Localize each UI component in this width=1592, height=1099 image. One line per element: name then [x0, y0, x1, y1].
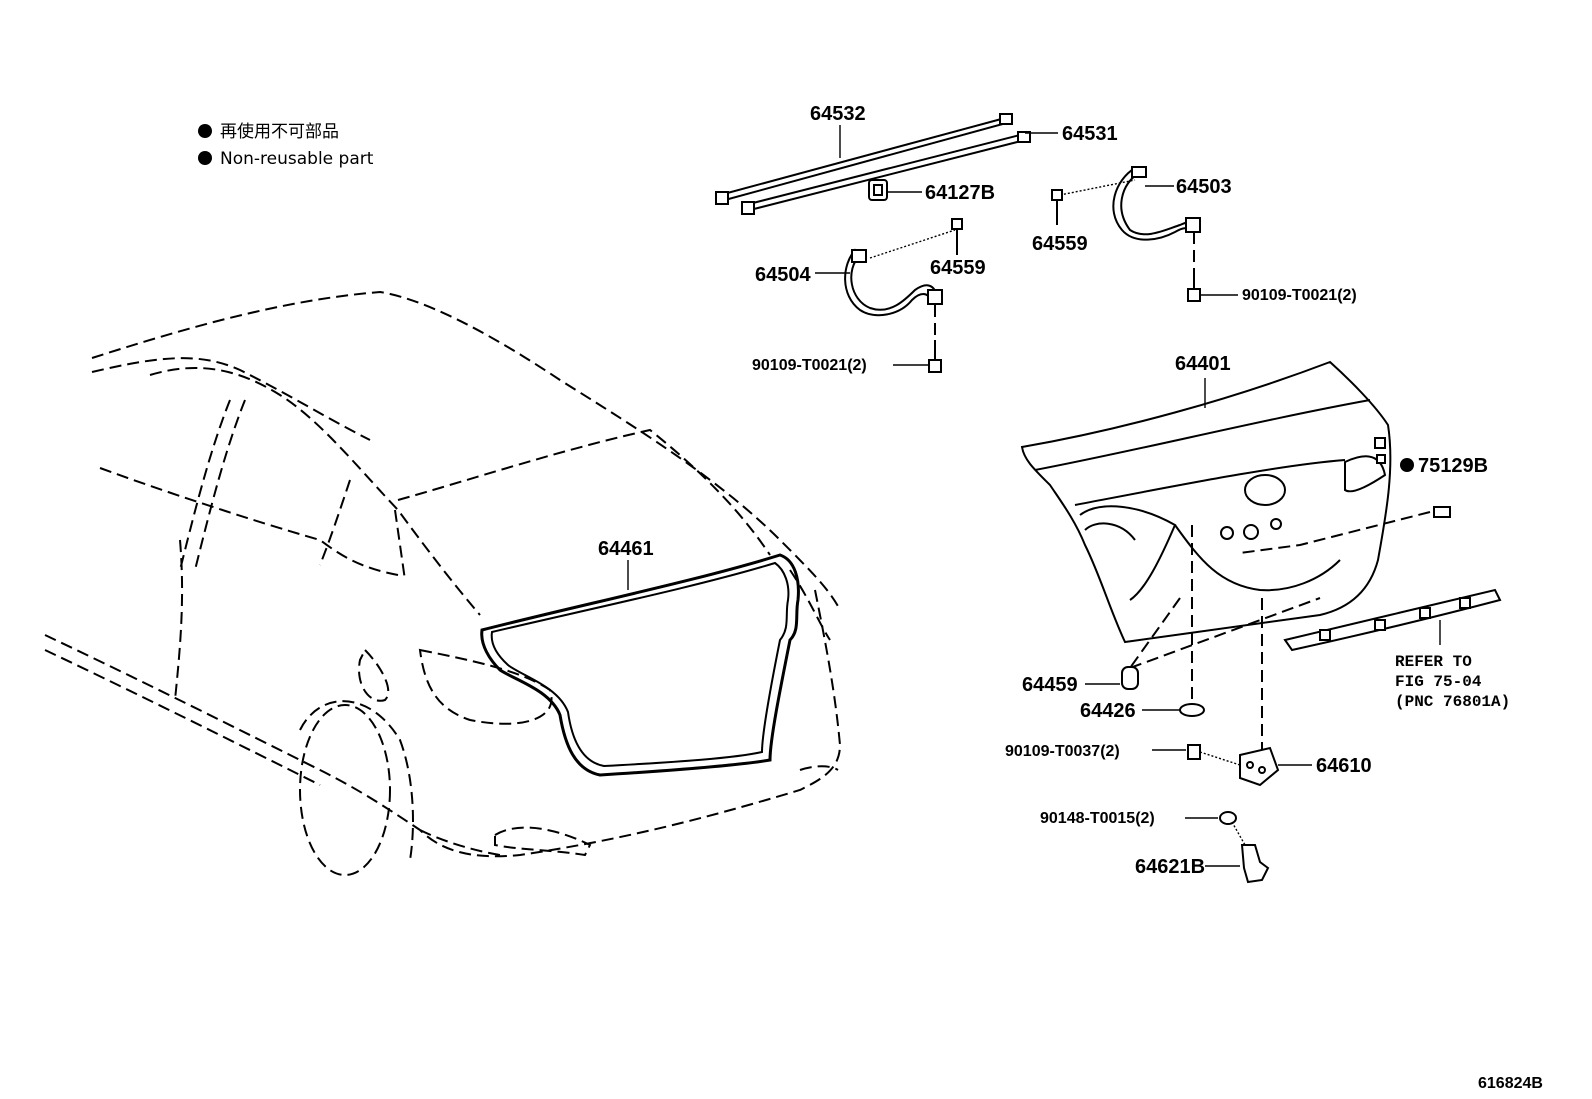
- label-64504: 64504: [755, 264, 811, 286]
- legend-japanese: 再使用不可部品: [220, 121, 339, 142]
- label-64459: 64459: [1022, 674, 1078, 696]
- label-75129B: 75129B: [1418, 455, 1488, 477]
- hinge-64503: [1112, 166, 1201, 241]
- label-64503: 64503: [1176, 176, 1232, 198]
- vehicle-outline: [44, 290, 842, 876]
- label-bolt-right: 90109-T0021(2): [1242, 287, 1357, 304]
- label-bolt-left: 90109-T0021(2): [752, 357, 867, 374]
- label-64426: 64426: [1080, 700, 1136, 722]
- stop-lamp-assembly: [1283, 588, 1502, 652]
- cushion-64459: [1121, 666, 1139, 690]
- label-64610: 64610: [1316, 755, 1372, 777]
- legend: 再使用不可部品 Non-reusable part: [198, 121, 374, 169]
- label-64621B: 64621B: [1135, 856, 1205, 878]
- label-64127B: 64127B: [925, 182, 995, 204]
- trunk-lid-64401: [1020, 360, 1392, 644]
- bolt-90148-T0015: [1219, 811, 1246, 846]
- bolt-90109-T0037: [1187, 744, 1241, 766]
- emblem-75129B: [1433, 506, 1451, 518]
- clip-64127B: [868, 179, 888, 201]
- striker-64621B: [1240, 844, 1270, 884]
- non-reusable-bullet-icon: [198, 124, 212, 138]
- figure-id: 616824B: [1478, 1075, 1543, 1092]
- label-64559-left: 64559: [930, 257, 986, 279]
- bolt-left: [928, 340, 942, 373]
- label-64531: 64531: [1062, 123, 1118, 145]
- refer-line-1: REFER TO: [1395, 653, 1472, 671]
- refer-line-3: (PNC 76801A): [1395, 693, 1510, 711]
- label-90109-T0037: 90109-T0037(2): [1005, 743, 1120, 760]
- torsion-bars: [715, 113, 1031, 215]
- label-64532: 64532: [810, 103, 866, 125]
- bolt-right: [1187, 270, 1201, 302]
- pin-64559-left: [951, 218, 963, 255]
- legend-english: Non-reusable part: [220, 149, 374, 169]
- refer-line-2: FIG 75-04: [1395, 673, 1482, 691]
- label-64461: 64461: [598, 538, 654, 560]
- trunk-weatherstrip: [480, 553, 800, 777]
- non-reusable-bullet-icon: [1400, 458, 1414, 472]
- hinge-64504: [844, 248, 943, 317]
- label-64559-right: 64559: [1032, 233, 1088, 255]
- non-reusable-bullet-icon: [198, 151, 212, 165]
- label-64401: 64401: [1175, 353, 1231, 375]
- label-90148-T0015: 90148-T0015(2): [1040, 810, 1155, 827]
- retainer-64426: [1179, 703, 1205, 717]
- lock-64610: [1239, 746, 1280, 787]
